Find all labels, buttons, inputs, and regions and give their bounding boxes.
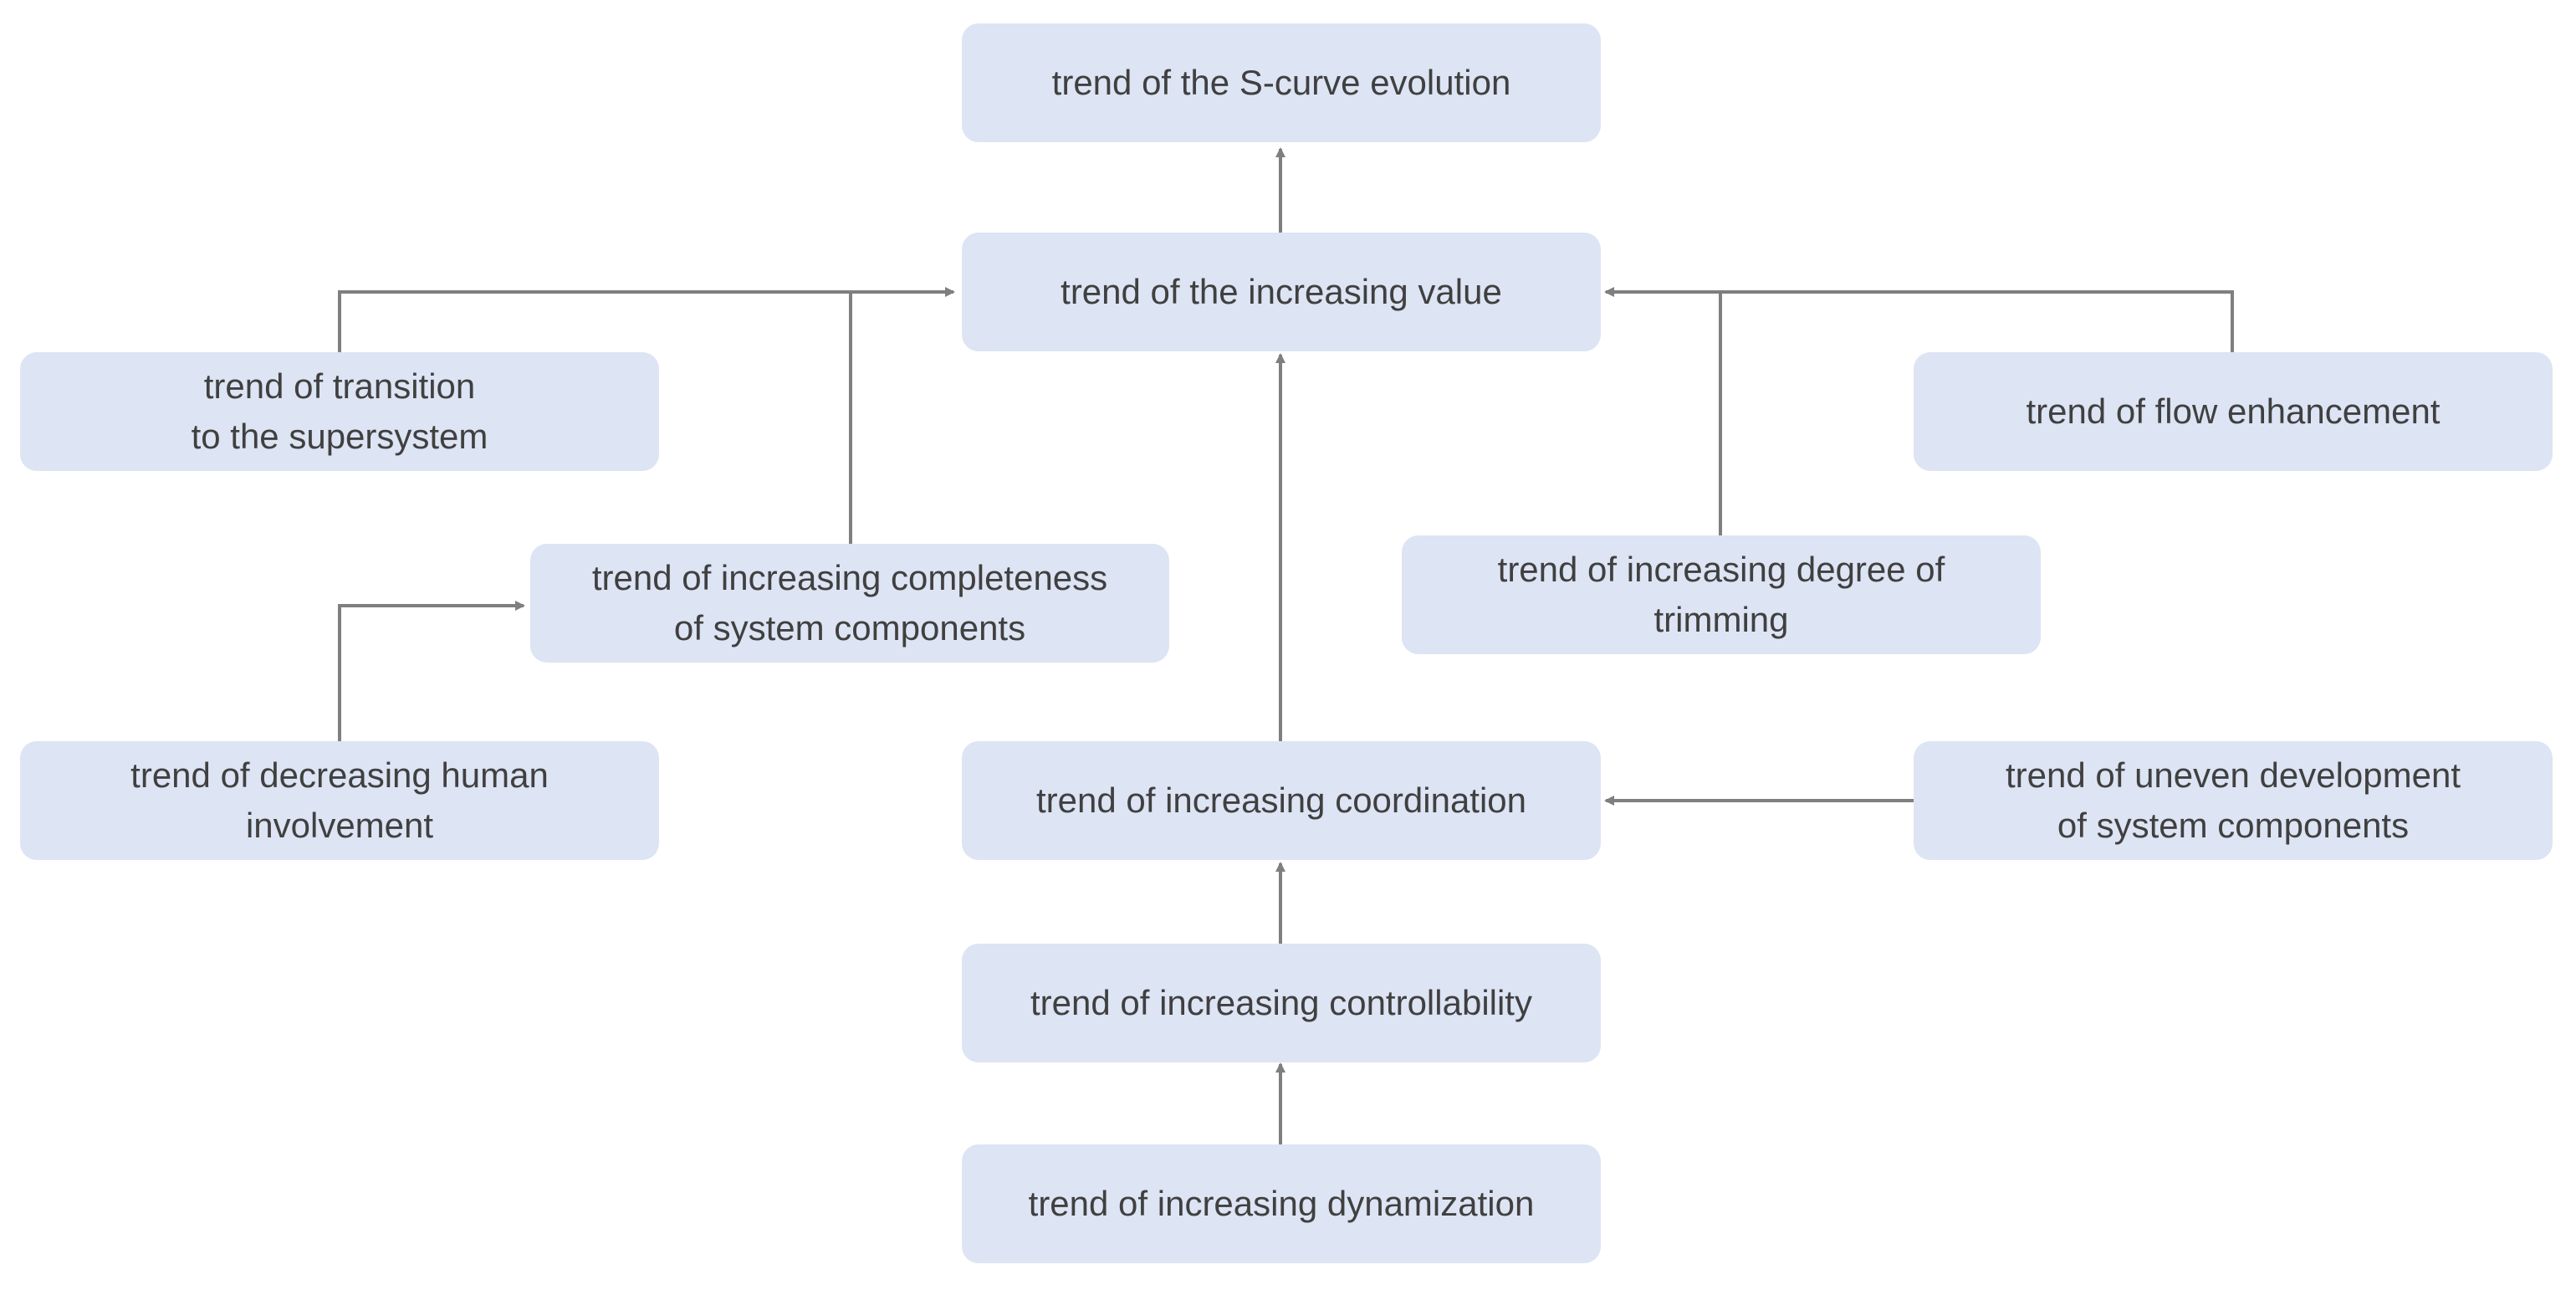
- node-transition-supersystem-line-1: trend of transition: [203, 366, 476, 406]
- node-flow-enhancement: trend of flow enhancement: [1914, 352, 2553, 471]
- node-increasing-trimming-line-1: trend of increasing degree of: [1497, 550, 1945, 589]
- arrow-human-to-completeness: [338, 601, 525, 741]
- node-increasing-completeness-line-2: of system components: [673, 608, 1026, 648]
- node-increasing-completeness: trend of increasing completeness of syst…: [530, 544, 1169, 663]
- node-flow-enhancement-label: trend of flow enhancement: [2026, 392, 2441, 431]
- node-decreasing-human-involvement-text: trend of decreasing human involvement: [130, 750, 549, 851]
- node-increasing-trimming-text: trend of increasing degree of trimming: [1498, 545, 1945, 645]
- node-transition-supersystem-text: trend of transition to the supersystem: [192, 361, 488, 462]
- node-increasing-dynamization-label: trend of increasing dynamization: [1028, 1184, 1535, 1223]
- node-s-curve-evolution: trend of the S-curve evolution: [962, 23, 1601, 142]
- node-transition-supersystem: trend of transition to the supersystem: [20, 352, 659, 471]
- arrow-supersystem-to-value: [338, 287, 955, 352]
- node-increasing-value-label: trend of the increasing value: [1061, 272, 1502, 311]
- node-decreasing-human-involvement-line-1: trend of decreasing human: [130, 755, 549, 795]
- node-increasing-completeness-text: trend of increasing completeness of syst…: [592, 553, 1107, 653]
- node-increasing-coordination: trend of increasing coordination: [962, 741, 1601, 860]
- node-uneven-development-line-1: trend of uneven development: [2005, 755, 2461, 795]
- node-increasing-dynamization: trend of increasing dynamization: [962, 1144, 1601, 1263]
- node-transition-supersystem-line-2: to the supersystem: [191, 417, 488, 456]
- node-uneven-development-line-2: of system components: [2057, 806, 2410, 845]
- node-increasing-trimming-line-2: trimming: [1653, 600, 1789, 639]
- node-increasing-trimming: trend of increasing degree of trimming: [1402, 535, 2041, 654]
- arrow-flow-to-value: [1604, 287, 2234, 352]
- node-increasing-coordination-label: trend of increasing coordination: [1035, 781, 1527, 820]
- node-decreasing-human-involvement: trend of decreasing human involvement: [20, 741, 659, 860]
- node-increasing-controllability-label: trend of increasing controllability: [1030, 983, 1532, 1022]
- node-increasing-completeness-line-1: trend of increasing completeness: [591, 558, 1108, 597]
- node-decreasing-human-involvement-line-2: involvement: [245, 806, 434, 845]
- node-uneven-development: trend of uneven development of system co…: [1914, 741, 2553, 860]
- node-increasing-controllability: trend of increasing controllability: [962, 944, 1601, 1062]
- node-increasing-value: trend of the increasing value: [962, 233, 1601, 351]
- node-s-curve-evolution-label: trend of the S-curve evolution: [1051, 63, 1511, 102]
- node-uneven-development-text: trend of uneven development of system co…: [2006, 750, 2461, 851]
